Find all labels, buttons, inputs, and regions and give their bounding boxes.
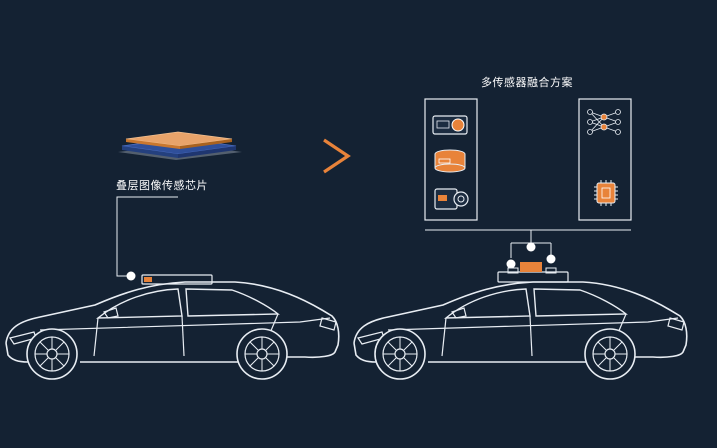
radar-icon [434, 188, 469, 210]
processor-chip-icon [594, 180, 618, 206]
left-connector [116, 196, 178, 281]
roof-lidar-module [520, 262, 542, 272]
stacked-chip-icon [118, 131, 242, 160]
camera-icon [432, 115, 468, 135]
neural-network-icon [587, 109, 621, 135]
roof-sensor-module [144, 277, 152, 282]
lidar-icon [434, 149, 466, 173]
right-connector [425, 229, 631, 269]
car-right [353, 262, 688, 380]
sensor-box-right [578, 98, 632, 221]
multi-sensor-fusion-label: 多传感器融合方案 [481, 76, 573, 89]
chevron-right-icon [323, 138, 351, 174]
sensor-box-left [424, 98, 478, 221]
car-left [5, 274, 340, 380]
stacked-sensor-chip-label: 叠层图像传感芯片 [116, 179, 208, 192]
